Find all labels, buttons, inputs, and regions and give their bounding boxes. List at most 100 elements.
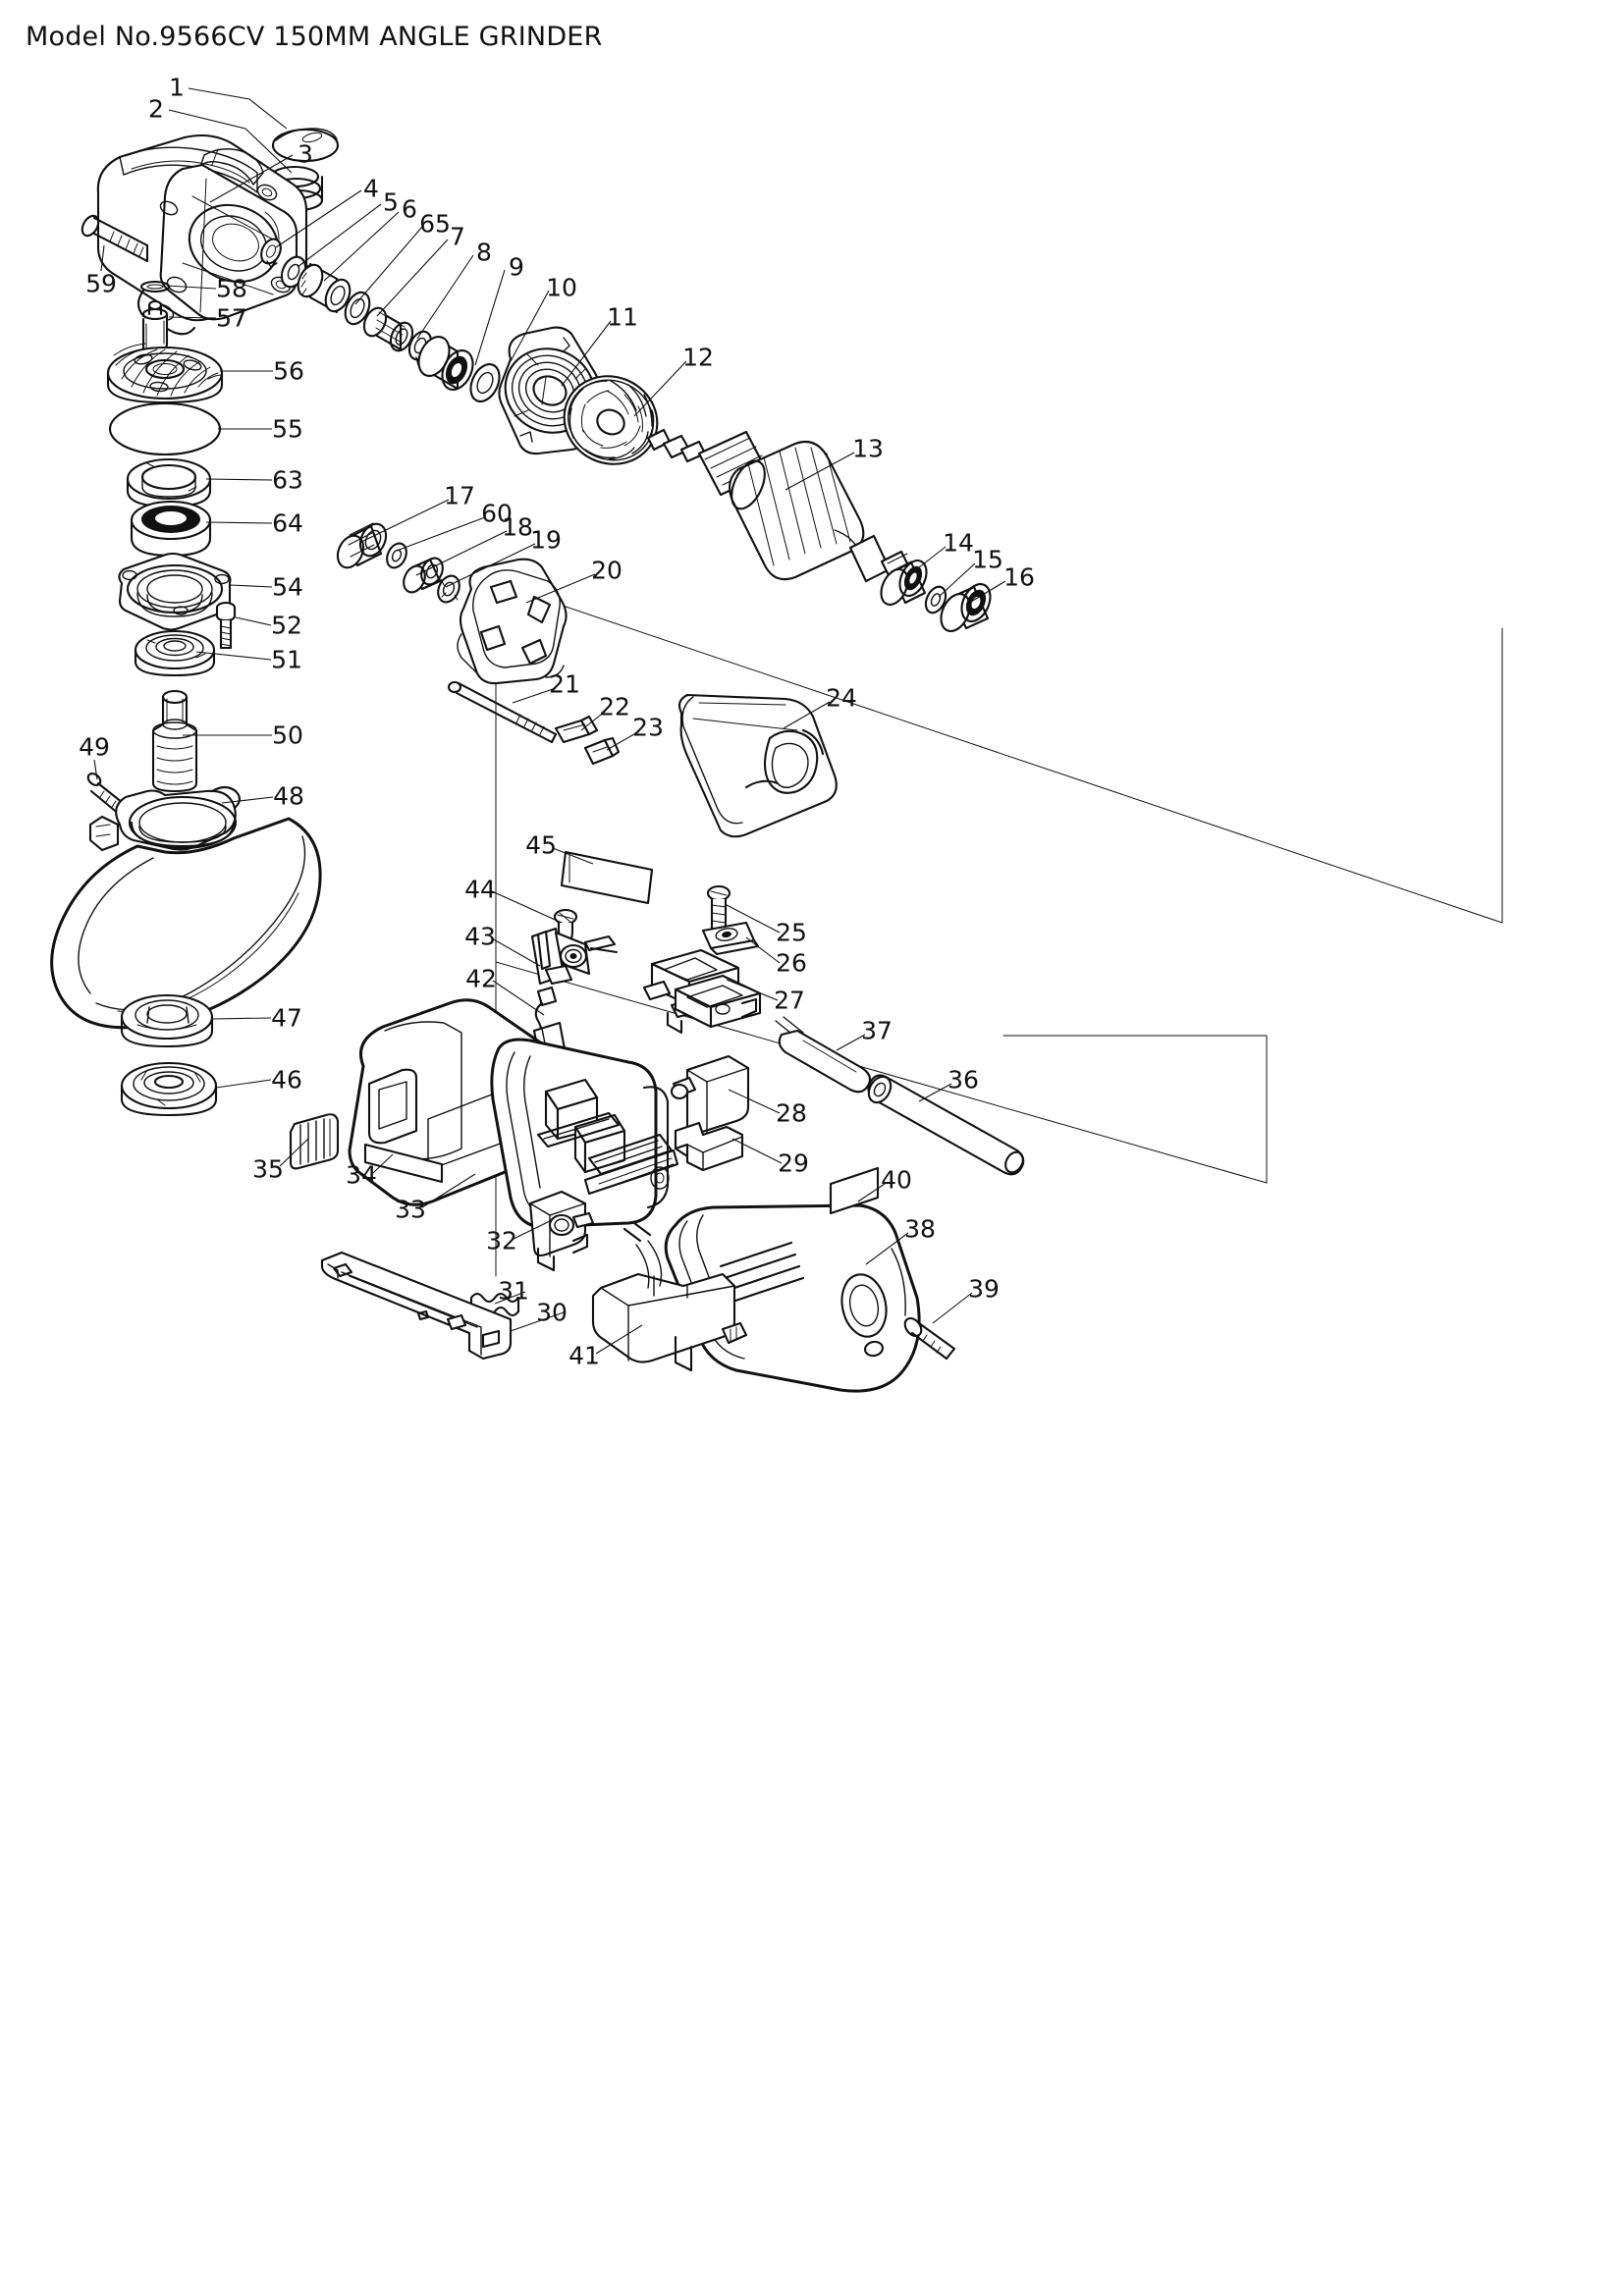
callout-wheel-guard: 48 bbox=[273, 781, 304, 811]
part-ball-bearing-14 bbox=[880, 559, 928, 607]
part-cord-guard-36 bbox=[867, 1074, 1025, 1176]
callout-gasket: 55 bbox=[272, 414, 303, 444]
part-ball-bearing-spindle bbox=[130, 500, 212, 558]
callout-brush-holder-cover: 35 bbox=[252, 1154, 284, 1184]
callout-spiral-bevel-gear: 56 bbox=[273, 356, 304, 386]
callout-bearing-retainer: 7 bbox=[450, 222, 465, 251]
part-switch-lever-41 bbox=[591, 1221, 748, 1372]
callout-cord-guard: 36 bbox=[947, 1065, 979, 1095]
part-pan-head-screw bbox=[215, 601, 237, 650]
callout-spindle: 50 bbox=[272, 721, 303, 750]
callout-ball-bearing-small: 14 bbox=[943, 528, 974, 558]
part-retaining-ring-spindle bbox=[126, 457, 212, 508]
part-insulation-sheet-45 bbox=[560, 850, 654, 905]
part-insulation-washer-15 bbox=[924, 585, 947, 614]
part-tapping-screw-39 bbox=[903, 1316, 956, 1361]
part-brush-holder-cover-35 bbox=[289, 1113, 340, 1170]
part-connector-23 bbox=[583, 736, 621, 766]
callout-brush-holder-plate: 20 bbox=[591, 556, 623, 585]
part-caution-label-40 bbox=[829, 1166, 880, 1215]
callout-rubber-ring-2: 16 bbox=[1003, 562, 1035, 592]
callout-tapping-screw-brush: 44 bbox=[464, 875, 496, 904]
part-rubber-ring-10 bbox=[469, 363, 501, 402]
callout-caution-label: 40 bbox=[881, 1165, 912, 1195]
part-field-24 bbox=[677, 693, 838, 838]
part-controller-27 bbox=[642, 948, 762, 1035]
callout-gear-housing: 3 bbox=[298, 139, 313, 169]
callout-bearing-box: 10 bbox=[546, 273, 577, 302]
part-power-supply-cord-37 bbox=[775, 1016, 872, 1094]
part-switch-plate-29 bbox=[674, 1121, 744, 1172]
part-name-plate-34 bbox=[363, 1143, 444, 1184]
callout-hex-socket-bolt: 59 bbox=[85, 269, 117, 298]
callout-spring: 2 bbox=[148, 94, 164, 124]
callout-insulation-washer: 15 bbox=[972, 545, 1003, 574]
page-title: Model No.9566CV 150MM ANGLE GRINDER bbox=[26, 22, 603, 52]
part-brush-holder-plate-20 bbox=[457, 558, 568, 685]
part-rubber-ring-16 bbox=[940, 583, 992, 632]
callout-flat-washer: 5 bbox=[383, 187, 399, 217]
part-slide-lever-30 bbox=[320, 1251, 513, 1361]
part-wheel-guard bbox=[50, 785, 322, 1030]
part-lead-holder-26 bbox=[701, 921, 760, 956]
callout-slide-lever: 30 bbox=[536, 1298, 568, 1327]
part-inner-flange bbox=[120, 1061, 218, 1117]
part-motor-housing-33 bbox=[348, 998, 679, 1229]
callout-terminal: 22 bbox=[599, 692, 630, 721]
callout-motor-housing: 33 bbox=[395, 1195, 426, 1224]
callout-clamp-screw: 49 bbox=[79, 732, 110, 762]
callout-gear-housing-cover: 54 bbox=[272, 572, 303, 602]
callout-o-ring: 65 bbox=[419, 209, 451, 239]
callout-o-ring-pin: 58 bbox=[216, 274, 247, 303]
callout-compression-spring: 31 bbox=[498, 1276, 529, 1306]
part-washer-60 bbox=[386, 542, 407, 569]
callout-brush-holder: 43 bbox=[464, 922, 496, 951]
callout-switch-lever: 41 bbox=[568, 1341, 600, 1370]
callout-field: 24 bbox=[826, 683, 857, 713]
callout-retaining-ring-spindle: 63 bbox=[272, 465, 303, 495]
part-gear-housing-cover bbox=[118, 552, 232, 631]
callout-controller: 27 bbox=[774, 986, 805, 1015]
callout-spiral-bevel-pinion: 6 bbox=[402, 194, 417, 224]
part-gasket bbox=[108, 401, 222, 456]
callout-pan-head-screw: 52 bbox=[271, 611, 302, 640]
callout-felt-ring: 18 bbox=[502, 512, 533, 542]
callout-ball-bearing: 8 bbox=[476, 238, 492, 267]
callout-fan: 12 bbox=[682, 343, 714, 372]
callout-bearing-sleeve: 17 bbox=[444, 481, 475, 510]
callout-tapping-screw: 25 bbox=[776, 918, 807, 947]
callout-handle-housing: 38 bbox=[904, 1214, 936, 1244]
callout-baffle-plate: 11 bbox=[607, 302, 638, 332]
part-spiral-bevel-gear bbox=[106, 343, 224, 404]
leader-lines bbox=[93, 87, 1006, 1355]
callout-tapping-screw-handle: 39 bbox=[968, 1274, 1000, 1304]
callout-bearing-retainer-lower: 51 bbox=[271, 645, 302, 674]
part-spiral-bevel-pinion-6 bbox=[297, 262, 352, 314]
part-retaining-ring-4 bbox=[260, 238, 282, 268]
callout-insulation-sheet: 45 bbox=[525, 830, 557, 860]
callout-power-supply-cord: 37 bbox=[861, 1016, 893, 1045]
callout-carbon-brush: 42 bbox=[465, 964, 497, 993]
part-bearing-sleeve-17 bbox=[336, 522, 388, 569]
part-o-ring-pin bbox=[139, 280, 171, 294]
callout-switch-plate: 29 bbox=[778, 1148, 809, 1178]
callout-brush-holder-cap: 32 bbox=[486, 1226, 517, 1255]
part-bearing-retainer-7 bbox=[362, 306, 414, 352]
callout-armature-assembly: 13 bbox=[852, 434, 884, 463]
part-lock-nut bbox=[120, 993, 214, 1048]
part-bearing-retainer-lower bbox=[134, 629, 216, 677]
part-brush-holder-43 bbox=[530, 927, 619, 986]
callout-ball-bearing-spindle: 64 bbox=[272, 508, 303, 538]
part-cap bbox=[271, 128, 340, 163]
callout-inner-flange: 46 bbox=[271, 1065, 302, 1095]
callout-connector: 23 bbox=[632, 713, 664, 742]
part-brush-holder-cap-32 bbox=[528, 1190, 595, 1272]
callout-tapping-screw-long: 21 bbox=[549, 669, 580, 699]
part-tapping-screw-long-21 bbox=[447, 680, 558, 744]
callout-wave-washer: 19 bbox=[530, 525, 562, 555]
callout-lead-holder: 26 bbox=[776, 948, 807, 978]
part-terminal-22 bbox=[554, 715, 599, 744]
callout-retaining-ring: 4 bbox=[363, 174, 379, 203]
callout-name-plate: 34 bbox=[346, 1160, 377, 1190]
